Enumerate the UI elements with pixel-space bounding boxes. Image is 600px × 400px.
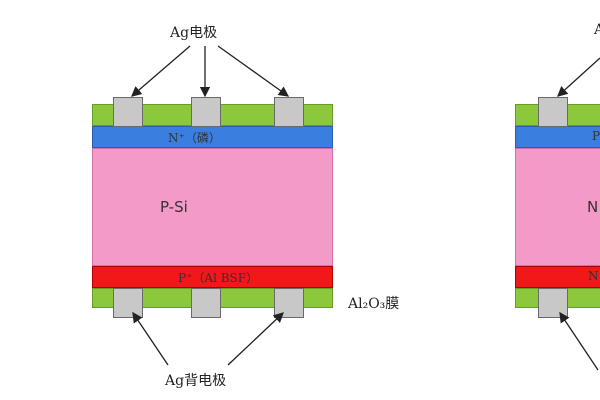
back-electrode-label: Ag背电极 (165, 373, 227, 389)
right-bsf-layer (515, 266, 600, 288)
right-n-si-substrate (515, 148, 600, 266)
right-n-si-label: N (587, 198, 599, 216)
p-si-substrate (92, 148, 333, 266)
front-electrode-label: Ag电极 (170, 25, 218, 41)
front-electrode-arrow-1 (131, 45, 191, 97)
front-electrode-3 (274, 97, 304, 127)
al-bsf-layer-label: P⁺（Al BSF） (178, 271, 259, 285)
right-front-electrode-label: A (594, 22, 600, 38)
right-bsf-layer-label: N (588, 269, 599, 283)
front-electrode-arrow-3 (217, 45, 290, 97)
al2o3-film-label: Al₂O₃膜 (348, 296, 400, 312)
front-electrode-1 (113, 97, 143, 127)
right-front-electrode-1 (538, 97, 568, 127)
right-front-electrode-arrow (557, 57, 600, 97)
back-electrode-arrow-2 (227, 312, 284, 366)
front-electrode-2 (191, 97, 221, 127)
back-electrode-arrow-1 (132, 311, 169, 366)
back-electrode-2 (191, 288, 221, 318)
al-bsf-layer (92, 266, 333, 288)
p-si-label: P-Si (160, 198, 188, 216)
n-plus-layer-label: N⁺（磷） (168, 131, 221, 145)
right-p-plus-layer-label: P (592, 129, 600, 143)
right-back-electrode-arrow (559, 311, 599, 371)
